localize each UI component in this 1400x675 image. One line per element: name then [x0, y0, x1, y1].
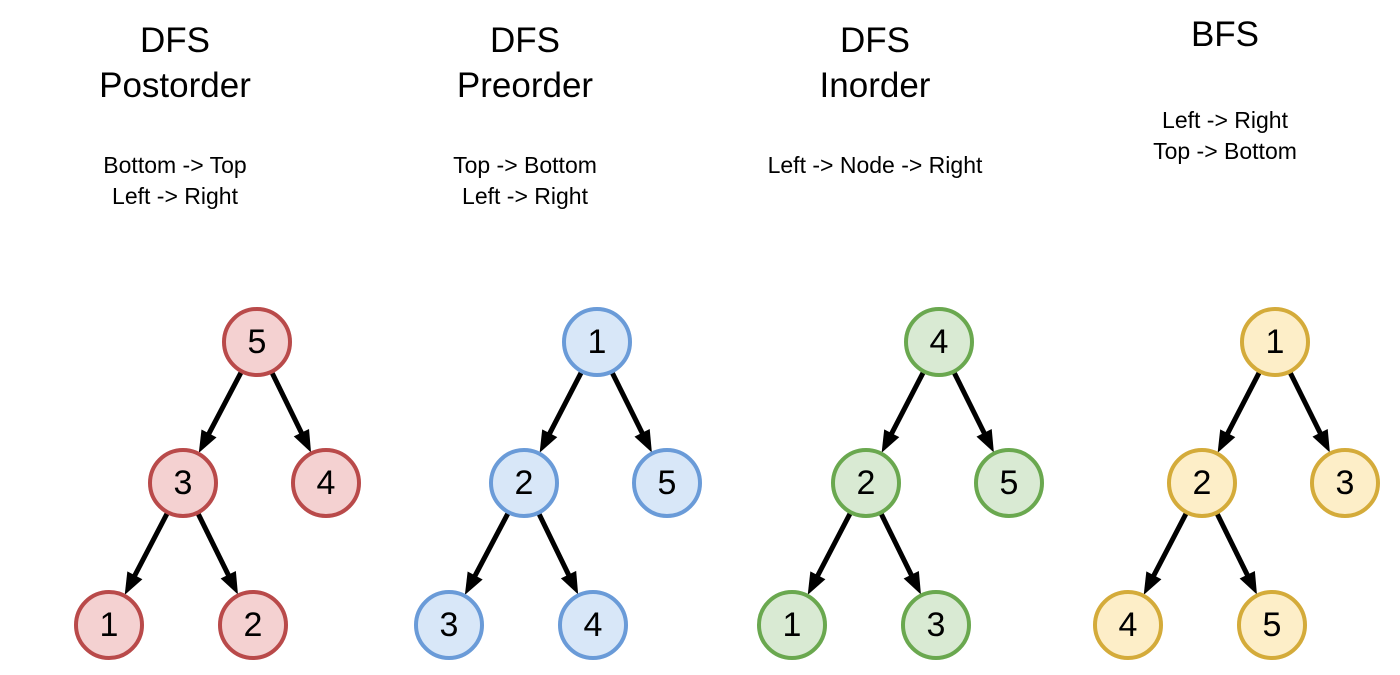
tree-edge-arrowhead: [220, 571, 238, 595]
tree-edge-arrowhead: [464, 571, 483, 595]
tree-node: 3: [1310, 448, 1380, 518]
tree-node: 4: [558, 590, 628, 660]
tree-edge-line: [470, 511, 511, 582]
tree-node: 2: [489, 448, 559, 518]
tree-node: 3: [901, 590, 971, 660]
tree-node: 4: [291, 448, 361, 518]
tree-edge-arrowhead: [903, 571, 921, 595]
tree-edge-arrowhead: [1239, 571, 1257, 595]
tree-edge-line: [204, 370, 244, 440]
tree-node: 2: [1167, 448, 1237, 518]
tree-node: 4: [904, 307, 974, 377]
tree-node: 1: [757, 590, 827, 660]
tree-node: 1: [1240, 307, 1310, 377]
tree-edge-line: [951, 371, 989, 439]
binary-tree-dfs-postorder: 5 3 4 1 2: [0, 255, 361, 660]
tree-node: 1: [562, 307, 632, 377]
tree-edge-line: [1149, 511, 1189, 581]
tree-edge-arrowhead: [124, 571, 143, 595]
tree-edge-arrowhead: [881, 429, 900, 453]
binary-tree-dfs-preorder: 1 2 5 3 4: [350, 255, 702, 660]
tree-node: 5: [632, 448, 702, 518]
column-subtitle-bfs: Left -> Right Top -> Bottom: [1153, 107, 1297, 164]
tree-node: 4: [1093, 590, 1163, 660]
tree-edge-arrowhead: [1312, 429, 1330, 453]
tree-edge-line: [130, 511, 170, 581]
binary-tree-dfs-inorder: 4 2 5 1 3: [700, 255, 1050, 660]
tree-edge-line: [195, 512, 233, 581]
tree-node: 3: [148, 448, 218, 518]
tree-edge-line: [269, 371, 306, 439]
tree-node: 2: [218, 590, 288, 660]
column-subtitle-dfs-preorder: Top -> Bottom Left -> Right: [453, 152, 597, 209]
tree-edge-line: [609, 371, 647, 439]
tree-edge-line: [1287, 371, 1325, 439]
column-title-dfs-preorder: DFS Preorder: [456, 21, 594, 105]
tree-edge-line: [545, 371, 584, 439]
tree-edge-arrowhead: [293, 428, 312, 453]
tree-edge-line: [878, 512, 916, 581]
tree-edges-dfs-postorder: [124, 370, 312, 595]
column-subtitle-dfs-postorder: Bottom -> Top Left -> Right: [103, 152, 247, 209]
tree-node: 3: [414, 590, 484, 660]
tree-edges-bfs: [1143, 371, 1330, 595]
column-title-dfs-postorder: DFS Postorder: [99, 21, 251, 105]
tree-edge-line: [813, 511, 853, 581]
tree-edge-arrowhead: [539, 429, 558, 453]
tree-edge-arrowhead: [976, 429, 994, 453]
tree-node: 5: [222, 307, 292, 377]
tree-node: 5: [974, 448, 1044, 518]
column-title-dfs-inorder: DFS Inorder: [819, 21, 931, 105]
tree-edges-dfs-inorder: [807, 371, 994, 595]
tree-edge-arrowhead: [807, 571, 826, 595]
tree-edge-line: [887, 371, 926, 439]
tree-edge-arrowhead: [560, 570, 579, 595]
column-subtitle-dfs-inorder: Left -> Node -> Right: [767, 152, 983, 178]
tree-edge-arrowhead: [1143, 571, 1162, 595]
tree-edge-arrowhead: [1217, 429, 1236, 453]
tree-edges-dfs-preorder: [464, 371, 652, 595]
tree-edge-arrowhead: [634, 429, 652, 453]
tree-edge-line: [1214, 512, 1252, 581]
tree-edge-line: [1223, 371, 1262, 439]
traversal-column-bfs: BFS Left -> Right Top -> Bottom 1 2 3 4 5: [1050, 0, 1400, 675]
tree-edge-arrowhead: [198, 429, 217, 453]
binary-tree-bfs: 1 2 3 4 5: [1050, 255, 1400, 660]
tree-node: 5: [1237, 590, 1307, 660]
tree-edge-line: [536, 512, 573, 581]
column-title-bfs: BFS: [1190, 15, 1260, 54]
tree-node: 2: [831, 448, 901, 518]
tree-node: 1: [74, 590, 144, 660]
